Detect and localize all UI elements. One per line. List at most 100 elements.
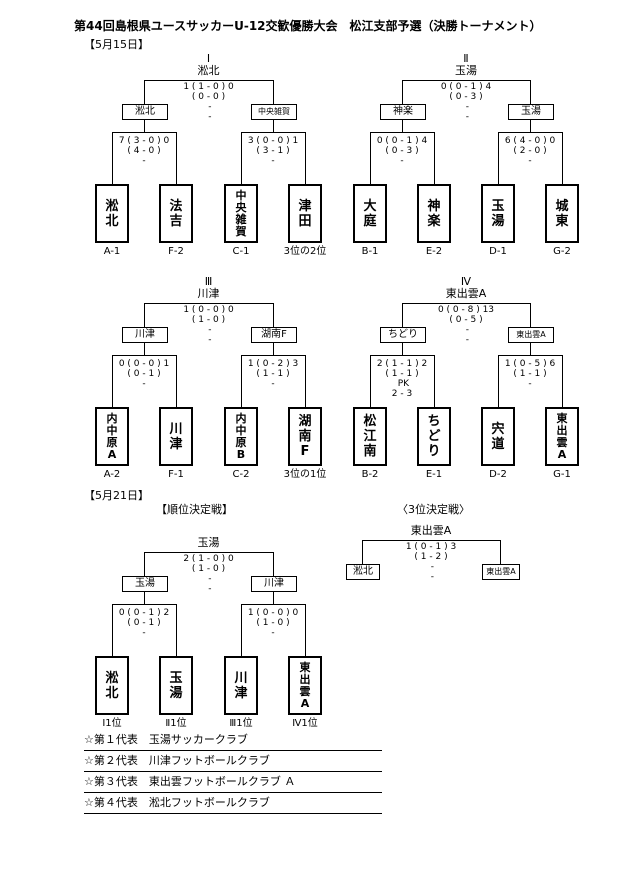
bracket-3-team-code-2: F-1: [168, 469, 184, 480]
bracket-1-team-2: 法 吉: [159, 184, 193, 243]
bracket-4-right-semi-bar: [498, 355, 562, 356]
page-title: 第44回島根県ユースサッカーU-12交歓優勝大会 松江支部予選（決勝トーナメント…: [74, 19, 542, 33]
bracket-1-left-semi-bar: [112, 132, 176, 133]
bracket-1-right-semi-score: 3 ( 0 - 0 ) 1 ( 3 - 1 ) -: [247, 136, 299, 166]
bracket-4-roman: Ⅳ: [460, 275, 472, 288]
bracket-3-team-drop-1: [112, 355, 113, 407]
bracket-4-left-semi-score: 2 ( 1 - 1 ) 2 ( 1 - 1 ) PK 2 - 3: [376, 359, 428, 399]
bracket-3-team-code-1: A-2: [103, 469, 121, 480]
bracket-5-team-2: 玉 湯: [159, 656, 193, 715]
bracket-5-team-drop-1: [112, 604, 113, 656]
bracket-1-roman: Ⅰ: [206, 52, 211, 65]
third-left-label: 淞北: [346, 564, 380, 580]
bracket-1-right-semi-stem: [273, 120, 274, 132]
bracket-4-left-semi-label: ちどり: [380, 327, 426, 343]
third-right-label: 東出雲A: [482, 564, 520, 580]
bracket-1-left-semi-stem: [144, 120, 145, 132]
bracket-2-final-drop-right: [530, 80, 531, 104]
bracket-4-right-semi-score: 1 ( 0 - 5 ) 6 ( 1 - 1 ) -: [504, 359, 556, 389]
bracket-2-team-2: 神 楽: [417, 184, 451, 243]
bracket-5-left-semi-bar: [112, 604, 176, 605]
bracket-2-roman: Ⅱ: [463, 52, 469, 65]
rank-section-title: 【順位決定戦】: [156, 503, 233, 516]
bracket-1-final-score: 1 ( 1 - 0 ) 0 ( 0 - 0 ) - -: [183, 82, 234, 122]
bracket-2-left-semi-score: 0 ( 0 - 1 ) 4 ( 0 - 3 ) -: [376, 136, 428, 166]
bracket-2-right-semi-score: 6 ( 4 - 0 ) 0 ( 2 - 0 ) -: [504, 136, 556, 166]
bracket-2-left-semi-stem: [402, 120, 403, 132]
bracket-1-right-semi-label: 中央雑賀: [251, 104, 297, 120]
bracket-1-team-drop-3: [241, 132, 242, 184]
bracket-2-team-drop-2: [434, 132, 435, 184]
bracket-4-final-bar: [402, 303, 530, 304]
third-bar: [362, 540, 500, 541]
bracket-3-team-4: 湖 南 F: [288, 407, 322, 466]
bracket-5-team-4: 東 出 雲 A: [288, 656, 322, 715]
bracket-5-team-drop-2: [176, 604, 177, 656]
bracket-3-left-semi-label: 川津: [122, 327, 168, 343]
bracket-2-team-code-1: B-1: [361, 246, 379, 257]
bracket-3-right-semi-score: 1 ( 0 - 2 ) 3 ( 1 - 1 ) -: [247, 359, 299, 389]
bracket-1-left-semi-score: 7 ( 3 - 0 ) 0 ( 4 - 0 ) -: [118, 136, 170, 166]
bracket-2-team-drop-1: [370, 132, 371, 184]
third-place-section-title: 〈3位決定戦〉: [397, 503, 470, 516]
bracket-2-team-drop-4: [562, 132, 563, 184]
bracket-5-team-3: 川 津: [224, 656, 258, 715]
bracket-3-final-drop-right: [273, 303, 274, 327]
bracket-4-team-4: 東 出 雲 A: [545, 407, 579, 466]
bracket-5-right-semi-label: 川津: [251, 576, 297, 592]
bracket-2-team-4: 城 東: [545, 184, 579, 243]
bracket-2-right-semi-stem: [530, 120, 531, 132]
bracket-4-final-drop-left: [402, 303, 403, 327]
bracket-1-final-drop-right: [273, 80, 274, 104]
bracket-1-team-code-3: C-1: [232, 246, 250, 257]
bracket-4-team-code-1: B-2: [361, 469, 379, 480]
bracket-5-winner: 玉湯: [197, 536, 220, 549]
bracket-4-right-semi-stem: [530, 343, 531, 355]
bracket-4-team-code-4: G-1: [553, 469, 571, 480]
bracket-5-team-code-4: Ⅳ1位: [292, 718, 318, 729]
bracket-1-team-drop-4: [305, 132, 306, 184]
date-label-1: 【5月15日】: [84, 38, 149, 51]
bracket-1-team-3: 中 央 雑 賀: [224, 184, 258, 243]
bracket-2-left-semi-label: 神楽: [380, 104, 426, 120]
bracket-3-roman: Ⅲ: [204, 275, 213, 288]
bracket-3-final-drop-left: [144, 303, 145, 327]
bracket-4-left-semi-bar: [370, 355, 434, 356]
third-drop-left: [362, 540, 363, 564]
bracket-1-team-drop-2: [176, 132, 177, 184]
bracket-4-team-1: 松 江 南: [353, 407, 387, 466]
bracket-5-team-code-1: Ⅰ1位: [102, 718, 122, 729]
bracket-5-left-semi-label: 玉湯: [122, 576, 168, 592]
bracket-3-right-semi-stem: [273, 343, 274, 355]
third-score: 1 ( 0 - 1 ) 3 ( 1 - 2 ) - -: [405, 542, 457, 582]
bracket-5-team-1: 淞 北: [95, 656, 129, 715]
bracket-4-right-semi-label: 東出雲A: [508, 327, 554, 343]
bracket-3-team-code-4: 3位の1位: [283, 469, 327, 480]
bracket-2-left-semi-bar: [370, 132, 434, 133]
bracket-4-team-code-2: E-1: [425, 469, 443, 480]
bracket-3-team-drop-4: [305, 355, 306, 407]
bracket-4-final-score: 0 ( 0 - 8 ) 13 ( 0 - 5 ) - -: [437, 305, 495, 345]
representative-1: ☆第１代表 玉湯サッカークラブ: [84, 730, 382, 751]
bracket-5-final-drop-right: [273, 552, 274, 576]
bracket-1-left-semi-label: 淞北: [122, 104, 168, 120]
bracket-1-final-bar: [144, 80, 273, 81]
bracket-5-team-code-2: Ⅱ1位: [165, 718, 187, 729]
representative-3: ☆第３代表 東出雲フットボールクラブ Ａ: [84, 772, 382, 793]
bracket-3-left-semi-score: 0 ( 0 - 0 ) 1 ( 0 - 1 ) -: [118, 359, 170, 389]
bracket-5-final-drop-left: [144, 552, 145, 576]
bracket-4-team-3: 宍 道: [481, 407, 515, 466]
bracket-2-winner: 玉湯: [455, 64, 477, 77]
bracket-5-team-drop-3: [241, 604, 242, 656]
date-label-2: 【5月21日】: [84, 489, 149, 502]
bracket-2-final-bar: [402, 80, 530, 81]
bracket-3-winner: 川津: [197, 287, 220, 300]
bracket-3-team-3: 内 中 原 B: [224, 407, 258, 466]
bracket-2-final-score: 0 ( 0 - 1 ) 4 ( 0 - 3 ) - -: [440, 82, 492, 122]
bracket-1-team-code-1: A-1: [103, 246, 121, 257]
bracket-4-team-drop-4: [562, 355, 563, 407]
bracket-1-team-drop-1: [112, 132, 113, 184]
bracket-1-team-4: 津 田: [288, 184, 322, 243]
bracket-3-team-1: 内 中 原 A: [95, 407, 129, 466]
